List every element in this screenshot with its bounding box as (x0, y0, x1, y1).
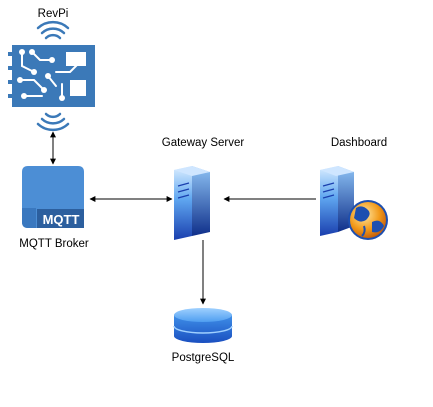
server-icon (174, 166, 210, 240)
gateway-server-label: Gateway Server (161, 137, 245, 149)
dashboard-label: Dashboard (330, 137, 388, 149)
mqtt-badge-text: MQTT (43, 212, 80, 227)
database-icon (173, 308, 233, 343)
postgresql-label: PostgreSQL (171, 352, 235, 364)
mqtt-broker-label: MQTT Broker (19, 238, 89, 250)
globe-icon (348, 200, 388, 240)
web-server-icon (320, 166, 388, 240)
revpi-label: RevPi (37, 8, 69, 20)
iot-device-icon (8, 20, 95, 132)
mqtt-broker-icon (22, 166, 84, 228)
